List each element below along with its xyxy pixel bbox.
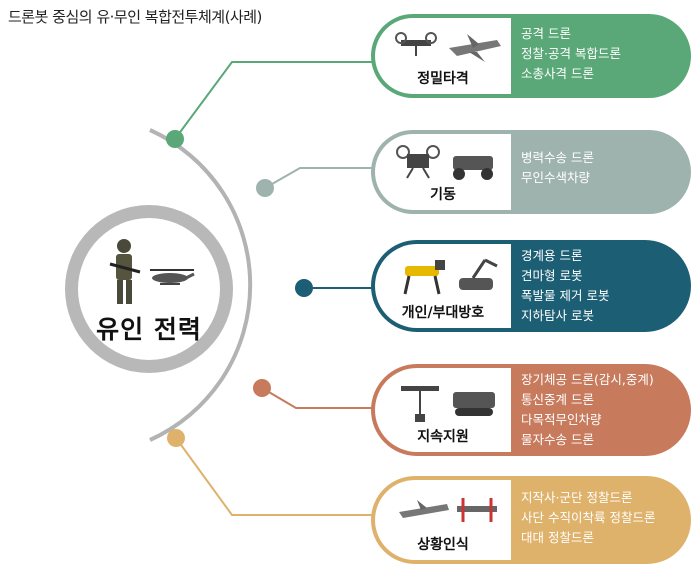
recon-drone-icon bbox=[399, 498, 497, 522]
list-item: 물자수송 드론 bbox=[521, 432, 594, 447]
relay-drone-ugv-icon bbox=[401, 386, 495, 422]
category-items: 지작사·군단 정찰드론 사단 수직이착륙 정찰드론 대대 정찰드론 bbox=[521, 488, 683, 548]
category-sustainment: 지속지원 장기체공 드론(감시,중계) 통신중계 드론 다목적무인차량 물자수송… bbox=[371, 364, 691, 456]
list-item: 지작사·군단 정찰드론 bbox=[521, 490, 633, 505]
soldier-helicopter-icon bbox=[109, 239, 195, 304]
list-item: 공격 드론 bbox=[521, 26, 571, 41]
hub-label: 유인 전력 bbox=[96, 315, 202, 344]
list-item: 폭발물 제거 로봇 bbox=[521, 288, 610, 303]
category-label: 상황인식 bbox=[417, 537, 469, 553]
hub-circle: 유인 전력 bbox=[65, 205, 233, 373]
category-items: 경계용 드론 견마형 로봇 폭발물 제거 로봇 지하탐사 로봇 bbox=[521, 246, 683, 326]
category-precision-strike: 정밀타격 공격 드론 정찰·공격 복합드론 소총사격 드론 bbox=[371, 14, 691, 98]
node-dot-4 bbox=[253, 379, 271, 397]
diagram-title: 드론봇 중심의 유·무인 복합전투체계(사례) bbox=[8, 8, 262, 26]
category-items: 병력수송 드론 무인수색차량 bbox=[521, 148, 683, 188]
connector-2 bbox=[264, 167, 376, 189]
hub-arc bbox=[149, 128, 253, 442]
connector-5 bbox=[175, 437, 376, 516]
node-dot-5 bbox=[167, 429, 185, 447]
category-items: 장기체공 드론(감시,중계) 통신중계 드론 다목적무인차량 물자수송 드론 bbox=[521, 370, 683, 450]
category-maneuver: 기동 병력수송 드론 무인수색차량 bbox=[371, 130, 691, 214]
list-item: 지하탐사 로봇 bbox=[521, 308, 594, 323]
list-item: 병력수송 드론 bbox=[521, 150, 594, 165]
connector-1 bbox=[174, 61, 376, 140]
category-situational-awareness: 상황인식 지작사·군단 정찰드론 사단 수직이착륙 정찰드론 대대 정찰드론 bbox=[371, 476, 691, 564]
list-item: 장기체공 드론(감시,중계) bbox=[521, 372, 654, 387]
list-item: 견마형 로봇 bbox=[521, 268, 583, 283]
list-item: 소총사격 드론 bbox=[521, 66, 594, 81]
node-dot-1 bbox=[166, 130, 184, 148]
category-label: 개인/부대방호 bbox=[401, 305, 485, 321]
node-dot-3 bbox=[295, 279, 313, 297]
list-item: 경계용 드론 bbox=[521, 248, 583, 263]
list-item: 정찰·공격 복합드론 bbox=[521, 46, 621, 61]
list-item: 다목적무인차량 bbox=[521, 412, 602, 427]
list-item: 대대 정찰드론 bbox=[521, 530, 594, 545]
category-label: 기동 bbox=[430, 187, 456, 203]
category-label: 지속지원 bbox=[417, 429, 469, 445]
list-item: 사단 수직이착륙 정찰드론 bbox=[521, 510, 656, 525]
strike-drone-icon bbox=[395, 32, 501, 62]
list-item: 무인수색차량 bbox=[521, 170, 591, 185]
list-item: 통신중계 드론 bbox=[521, 392, 594, 407]
robot-dog-icon bbox=[403, 258, 498, 295]
node-dot-2 bbox=[256, 179, 274, 197]
transport-drone-vehicle-icon bbox=[396, 145, 493, 180]
category-protection: 개인/부대방호 경계용 드론 견마형 로봇 폭발물 제거 로봇 지하탐사 로봇 bbox=[371, 240, 691, 332]
category-items: 공격 드론 정찰·공격 복합드론 소총사격 드론 bbox=[521, 24, 683, 84]
connector-4 bbox=[261, 387, 376, 409]
category-label: 정밀타격 bbox=[417, 71, 469, 87]
